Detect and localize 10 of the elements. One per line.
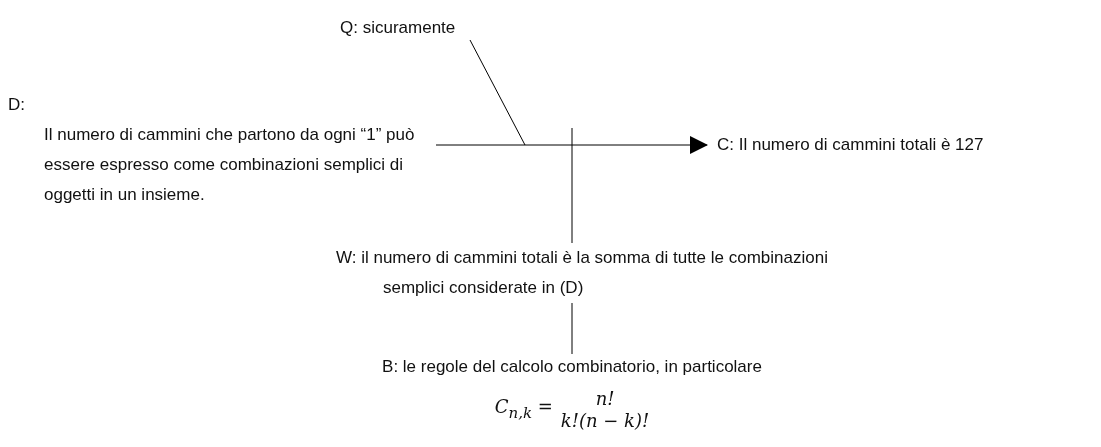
connector-line (571, 127, 573, 244)
backing-text: B: le regole del calcolo combinatorio, in particolare (381, 356, 763, 378)
arrow (435, 136, 708, 154)
connector-line (469, 39, 526, 146)
data-text: Il numero di cammini che partono da ogni “1” può essere espresso come combinazioni semplici di oggetti in un insieme. (44, 124, 416, 206)
warrant-text: W: il numero di cammini totali è la somma di tutte le combinazioni semplici considerate in (D) (336, 243, 884, 303)
connector-line (571, 302, 573, 355)
qualifier-text: Q: sicuramente (340, 16, 500, 40)
statement-label: D: (8, 95, 25, 114)
claim-text: C: Il numero di cammini totali è 127 (707, 132, 1099, 158)
